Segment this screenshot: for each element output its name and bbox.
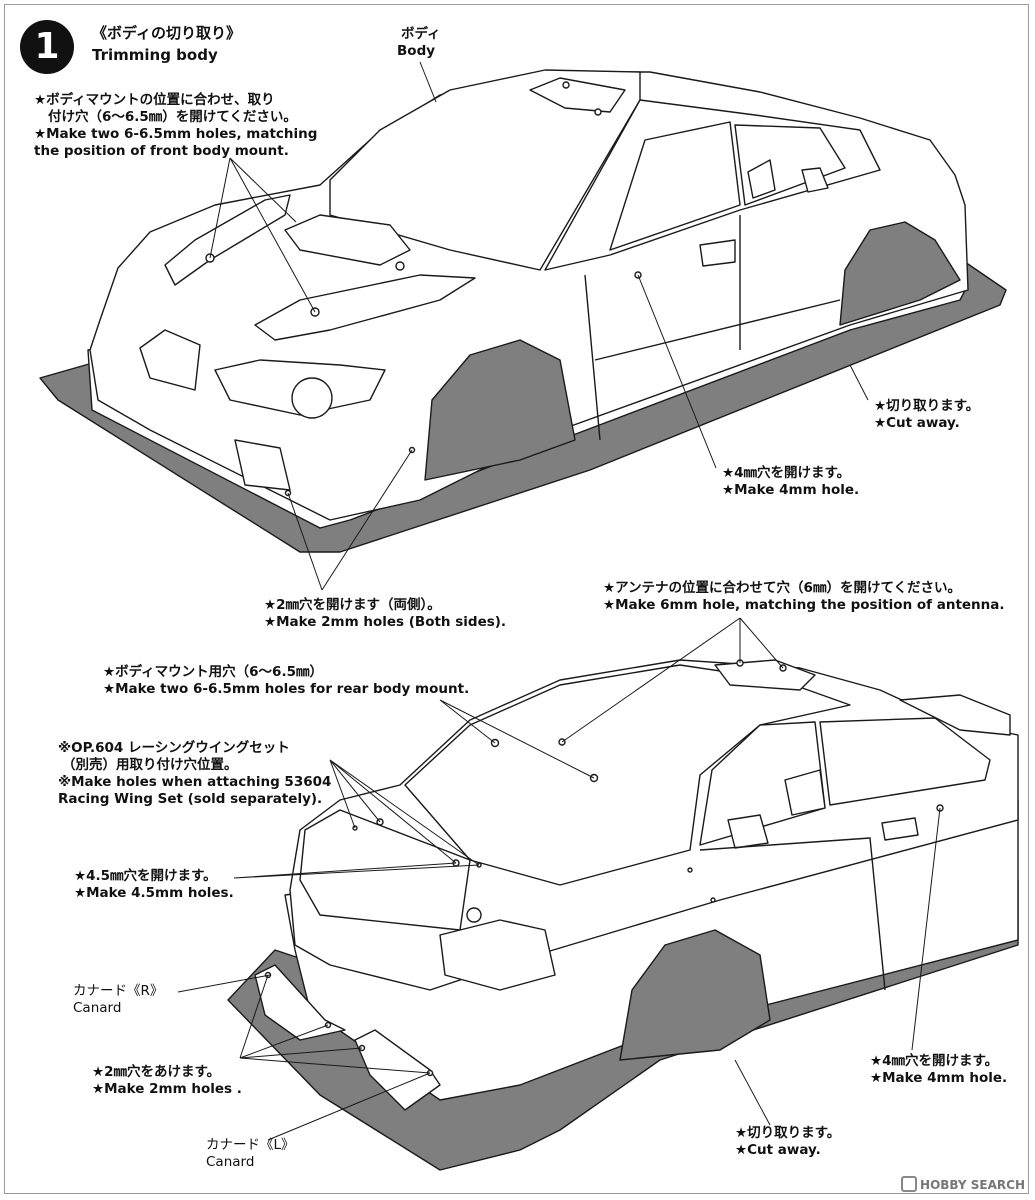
bottom-2mm-holes-en: ★Make 2mm holes . <box>92 1081 242 1097</box>
antenna-hole-note: ★アンテナの位置に合わせて穴（6㎜）を開けてください。 ★Make 6mm ho… <box>603 580 1005 614</box>
wing-holes-en-2: Racing Wing Set (sold separately). <box>58 791 323 807</box>
canard-r-jp: カナード《R》 <box>73 983 164 999</box>
top-cut-away-en: ★Cut away. <box>874 415 960 431</box>
top-rear-wheel-arch <box>839 221 961 326</box>
bottom-2mm-holes-jp: ★2㎜穴をあけます。 <box>92 1064 221 1080</box>
bottom-cut-away-en: ★Cut away. <box>735 1142 821 1158</box>
canard-l-jp: カナード《L》 <box>206 1137 295 1153</box>
top-leader-lines <box>209 61 869 591</box>
canard-l-label: カナード《L》 Canard <box>206 1137 295 1171</box>
wing-holes-jp-2: （別売）用取り付け穴位置。 <box>62 757 238 773</box>
rear-mount-note: ★ボディマウント用穴（6～6.5㎜） ★Make two 6-6.5mm hol… <box>103 664 469 698</box>
front-mount-note: ★ボディマウントの位置に合わせ、取り 付け穴（6～6.5㎜）を開けてください。 … <box>34 92 317 160</box>
top-front-wheel-arch <box>424 339 576 481</box>
bottom-rear-wheel-arch <box>619 929 771 1061</box>
top-2mm-holes-en: ★Make 2mm holes (Both sides). <box>264 614 507 630</box>
body-label-en: Body <box>397 43 436 59</box>
top-car-diagram <box>39 69 1007 553</box>
bottom-4mm-hole-note: ★4㎜穴を開けます。 ★Make 4mm hole. <box>870 1053 1007 1087</box>
4-5mm-holes-note: ★4.5㎜穴を開けます。 ★Make 4.5mm holes. <box>74 868 234 902</box>
front-mount-note-jp-2: 付け穴（6～6.5㎜）を開けてください。 <box>48 109 297 125</box>
top-4mm-hole-jp: ★4㎜穴を開けます。 <box>722 465 851 481</box>
top-2mm-holes-jp: ★2㎜穴を開けます（両側）。 <box>264 597 441 613</box>
wing-holes-note: ※OP.604 レーシングウイングセット （別売）用取り付け穴位置。 ※Make… <box>58 740 331 808</box>
front-mount-note-jp-1: ★ボディマウントの位置に合わせ、取り <box>34 92 275 108</box>
top-4mm-hole-note: ★4㎜穴を開けます。 ★Make 4mm hole. <box>722 465 859 499</box>
antenna-hole-en: ★Make 6mm hole, matching the position of… <box>603 597 1005 613</box>
canard-right-shape <box>254 964 346 1041</box>
4-5mm-holes-en: ★Make 4.5mm holes. <box>74 885 234 901</box>
front-mount-note-en-1: ★Make two 6-6.5mm holes, matching <box>34 126 318 142</box>
bottom-4mm-hole-en: ★Make 4mm hole. <box>870 1070 1008 1086</box>
rear-mount-jp: ★ボディマウント用穴（6～6.5㎜） <box>103 664 323 680</box>
page-frame <box>4 4 1029 1194</box>
canard-r-en: Canard <box>73 1000 122 1016</box>
top-4mm-hole-en: ★Make 4mm hole. <box>722 482 860 498</box>
body-label-jp: ボディ <box>401 26 441 42</box>
canard-l-en: Canard <box>206 1154 255 1170</box>
bottom-leader-lines <box>177 617 941 1141</box>
watermark-logo-icon <box>901 1176 918 1192</box>
watermark: HOBBY SEARCH <box>901 1176 1025 1192</box>
rear-mount-en: ★Make two 6-6.5mm holes for rear body mo… <box>103 681 470 697</box>
step-number-badge: 1 <box>20 20 74 74</box>
wing-holes-jp-1: ※OP.604 レーシングウイングセット <box>58 740 290 756</box>
canard-r-label: カナード《R》 Canard <box>73 983 163 1017</box>
top-2mm-holes-note: ★2㎜穴を開けます（両側）。 ★Make 2mm holes (Both sid… <box>264 597 506 631</box>
bottom-cut-away-jp: ★切り取ります。 <box>735 1125 841 1141</box>
step-title: 《ボディの切り取り》 Trimming body <box>92 22 241 66</box>
bottom-2mm-holes-note: ★2㎜穴をあけます。 ★Make 2mm holes . <box>92 1064 242 1098</box>
top-cut-away-note: ★切り取ります。 ★Cut away. <box>874 398 979 432</box>
wing-holes-en-1: ※Make holes when attaching 53604 <box>58 774 332 790</box>
top-cut-away-jp: ★切り取ります。 <box>874 398 980 414</box>
antenna-hole-jp: ★アンテナの位置に合わせて穴（6㎜）を開けてください。 <box>603 580 962 596</box>
step-title-en: Trimming body <box>92 46 218 64</box>
bottom-cut-away-note: ★切り取ります。 ★Cut away. <box>735 1125 840 1159</box>
front-mount-note-en-2: the position of front body mount. <box>34 143 289 159</box>
bottom-4mm-hole-jp: ★4㎜穴を開けます。 <box>870 1053 999 1069</box>
body-label: ボディ Body <box>397 26 441 60</box>
watermark-text: HOBBY SEARCH <box>920 1178 1025 1192</box>
step-title-jp: 《ボディの切り取り》 <box>92 24 241 42</box>
4-5mm-holes-jp: ★4.5㎜穴を開けます。 <box>74 868 217 884</box>
bottom-car-diagram <box>227 659 1019 1171</box>
